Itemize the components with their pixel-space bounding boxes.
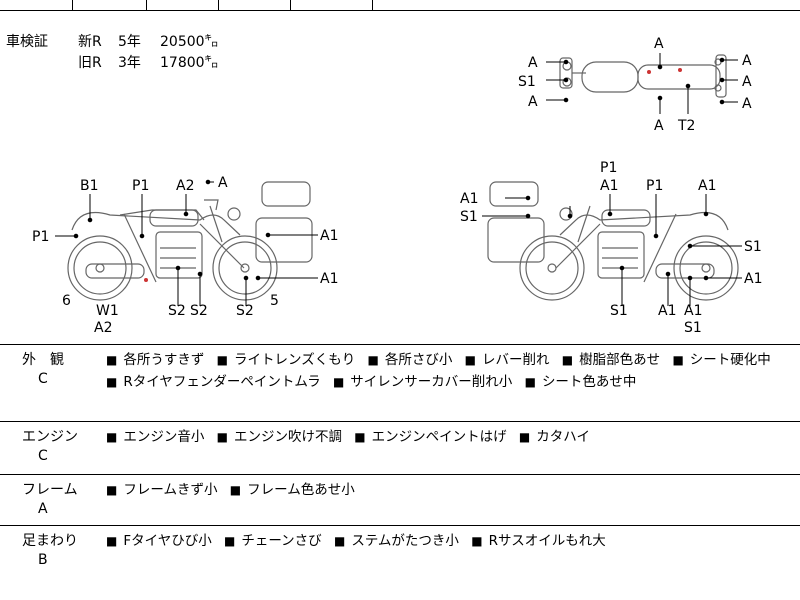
damage-code: P1 [600, 160, 617, 176]
section-engine: エンジン C ■エンジン音小 ■エンジン吹け不調 ■エンジンペイントはげ ■カタ… [0, 422, 800, 475]
damage-code: A [654, 118, 664, 134]
damage-code: A [654, 36, 664, 52]
damage-code: P1 [132, 178, 149, 194]
damage-code: S2 [190, 303, 208, 319]
damage-code: S1 [460, 209, 478, 225]
list-item: ■フレームきず小 [106, 482, 218, 498]
list-item: ■ライトレンズくもり [216, 352, 356, 368]
damage-code: W1 [96, 303, 119, 319]
damage-code: A1 [600, 178, 618, 194]
damage-code: A1 [684, 303, 702, 319]
damage-code: 5 [270, 293, 279, 309]
damage-code: A1 [320, 271, 338, 287]
damage-code: A [742, 53, 752, 69]
table-divider [372, 0, 373, 10]
list-item: ■エンジン吹け不調 [216, 429, 342, 445]
inspection-row: 車検証 新R 5年 20500㌔ [6, 32, 219, 53]
damage-code: A [528, 94, 538, 110]
list-item: ■シート色あせ中 [524, 374, 637, 390]
damage-code: S2 [236, 303, 254, 319]
damage-code: A1 [460, 191, 478, 207]
damage-code: S1 [518, 74, 536, 90]
list-item: ■カタハイ [518, 429, 590, 445]
section-grade: C [38, 371, 48, 387]
section-grade: B [38, 552, 48, 568]
damage-code: A [528, 55, 538, 71]
inspection-row: 旧R 3年 17800㌔ [6, 53, 219, 74]
damage-diagram-panel: 車検証 新R 5年 20500㌔ 旧R 3年 17800㌔ [0, 10, 800, 345]
table-divider [290, 0, 291, 10]
inspection-label: 車検証 [6, 34, 48, 50]
list-item: ■レバー削れ [464, 352, 550, 368]
damage-code: A [218, 175, 228, 191]
damage-code: A2 [94, 320, 112, 336]
top-view-motorcycle [559, 54, 727, 98]
section-items: ■Fタイヤひび小 ■チェーンさび ■ステムがたつき小 ■Rサスオイルもれ大 [106, 530, 796, 552]
list-item: ■フレーム色あせ小 [229, 482, 355, 498]
list-item: ■各所うすきず [106, 352, 205, 368]
section-exterior: 外 観 C ■各所うすきず ■ライトレンズくもり ■各所さび小 ■レバー削れ ■… [0, 345, 800, 422]
damage-code: S1 [684, 320, 702, 336]
list-item: ■エンジン音小 [106, 429, 205, 445]
list-item: ■ステムがたつき小 [333, 533, 459, 549]
inspection-years: 5年 [118, 34, 141, 50]
damage-code: A1 [698, 178, 716, 194]
inspection-km: 17800㌔ [160, 55, 219, 71]
damage-code: A1 [320, 228, 338, 244]
motorcycle-diagram: A A S1 A A A A A A T2 B1 P1 A2 A P1 A1 A… [32, 36, 762, 336]
list-item: ■シート硬化中 [672, 352, 771, 368]
list-item: ■樹脂部色あせ [561, 352, 661, 368]
section-grade: C [38, 448, 48, 464]
damage-code: S2 [168, 303, 186, 319]
damage-code: A [742, 96, 752, 112]
inspection-info: 車検証 新R 5年 20500㌔ 旧R 3年 17800㌔ [6, 32, 219, 74]
damage-code: S1 [744, 239, 762, 255]
section-category: エンジン [22, 429, 78, 445]
damage-code: S1 [610, 303, 628, 319]
list-item: ■Rサスオイルもれ大 [471, 533, 606, 549]
left-view-motorcycle [67, 181, 313, 301]
damage-code: P1 [646, 178, 663, 194]
inspection-class: 旧R [78, 55, 102, 71]
section-items: ■フレームきず小 ■フレーム色あせ小 [106, 479, 796, 501]
right-view-motorcycle [487, 181, 739, 301]
inspection-class: 新R [78, 34, 102, 50]
damage-code: B1 [80, 178, 99, 194]
damage-code: A [742, 74, 752, 90]
inspection-km: 20500㌔ [160, 34, 219, 50]
list-item: ■サイレンサーカバー削れ小 [332, 374, 513, 390]
damage-code: A2 [176, 178, 194, 194]
table-divider [146, 0, 147, 10]
section-category: 外 観 [22, 352, 64, 368]
list-item: ■エンジンペイントはげ [354, 429, 507, 445]
table-divider [72, 0, 73, 10]
inspection-years: 3年 [118, 55, 141, 71]
list-item: ■チェーンさび [224, 533, 322, 549]
damage-code: A1 [658, 303, 676, 319]
damage-mark [144, 278, 148, 282]
table-divider [218, 0, 219, 10]
section-items: ■各所うすきず ■ライトレンズくもり ■各所さび小 ■レバー削れ ■樹脂部色あせ… [106, 349, 796, 393]
damage-mark [678, 68, 682, 72]
list-item: ■Fタイヤひび小 [106, 533, 212, 549]
section-frame: フレーム A ■フレームきず小 ■フレーム色あせ小 [0, 475, 800, 526]
section-items: ■エンジン音小 ■エンジン吹け不調 ■エンジンペイントはげ ■カタハイ [106, 426, 796, 448]
list-item: ■Rタイヤフェンダーペイントムラ [106, 374, 321, 390]
list-item: ■各所さび小 [367, 352, 453, 368]
damage-mark [647, 70, 651, 74]
section-category: フレーム [22, 482, 78, 498]
section-suspension: 足まわり B ■Fタイヤひび小 ■チェーンさび ■ステムがたつき小 ■Rサスオイ… [0, 526, 800, 600]
damage-code: 6 [62, 293, 71, 309]
damage-code: P1 [32, 229, 49, 245]
damage-code: A1 [744, 271, 762, 287]
section-category: 足まわり [22, 533, 78, 549]
top-table-strip [0, 0, 800, 11]
damage-code: T2 [677, 118, 695, 134]
section-grade: A [38, 501, 48, 517]
